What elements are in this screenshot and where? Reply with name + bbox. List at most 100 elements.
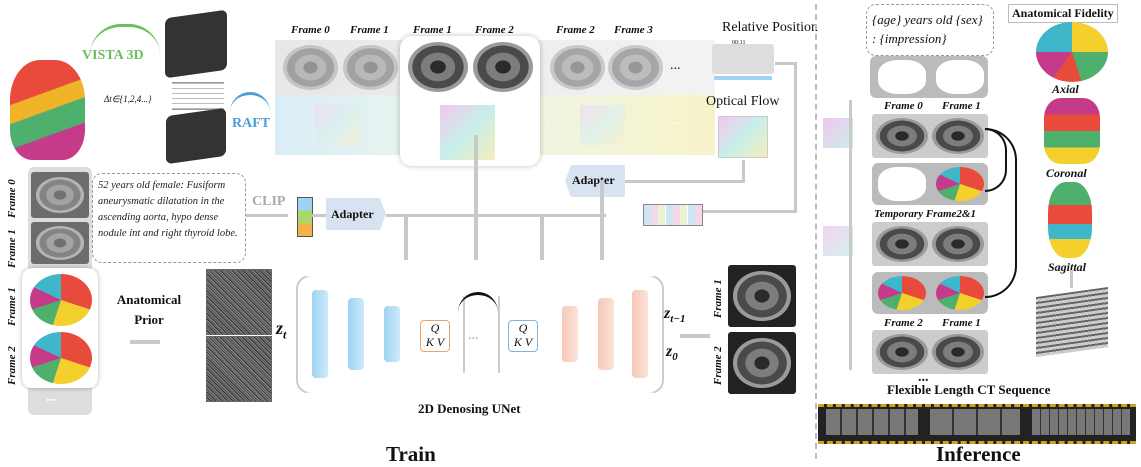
- arrow-output: [680, 334, 710, 338]
- encoder-block-3: [384, 306, 400, 362]
- line-clip-adapter: [312, 214, 326, 217]
- top-ct-4: [550, 45, 605, 90]
- clip-label: CLIP: [252, 194, 286, 209]
- top-frame-label-1: Frame 1: [350, 24, 389, 36]
- sagittal-seg: [1048, 182, 1092, 258]
- ct-volume-top: [165, 9, 227, 79]
- inf-frame-label-0: Frame 0: [884, 100, 923, 112]
- adapter-left: [326, 198, 386, 230]
- inf-mask-1: [936, 60, 984, 94]
- section-divider: [815, 4, 817, 459]
- temporary-label: Temporary Frame2&1: [874, 208, 976, 220]
- line-relpos-left: [700, 210, 797, 213]
- view-label-sagittal: Sagittal: [1048, 260, 1087, 274]
- vista-curved-arrow: [90, 24, 160, 55]
- optical-flow-label: Optical Flow: [706, 94, 780, 109]
- anatomical-prior-label: Anatomical Prior: [116, 292, 182, 327]
- flow-icon-1: [823, 118, 853, 148]
- qkv-decoder-kv: K V: [513, 335, 533, 349]
- left-seg-1: [30, 332, 92, 384]
- adapter-top-label: Adapter: [572, 173, 615, 187]
- relative-position-icon: [712, 44, 774, 74]
- left-frame-label-1: Frame 1: [6, 229, 18, 268]
- inf-long-arrow: [849, 100, 852, 370]
- time-code: 00:11: [732, 40, 746, 46]
- inf-ct-row-1: [872, 114, 988, 158]
- flow-ellipsis: ...: [670, 113, 681, 128]
- qkv-decoder-q: Q: [518, 321, 528, 335]
- z-zero-sub: 0: [672, 351, 678, 364]
- flow-tile-3: [580, 105, 625, 145]
- filmstrip-frame-3: [1032, 409, 1130, 435]
- arrow-down-3: [540, 214, 544, 260]
- z-t-symbol: z: [276, 318, 284, 338]
- timeline-bar: [714, 76, 772, 80]
- inf-seg-1: [936, 276, 984, 310]
- decoder-block-2: [598, 298, 614, 370]
- z-out-sub: t−1: [670, 313, 686, 326]
- left-seg-0: [30, 274, 92, 326]
- qkv-encoder-kv: K V: [425, 335, 445, 349]
- relative-position-label: Relative Position: [722, 20, 819, 35]
- flow-icon-2: [823, 226, 853, 256]
- inf-ct-row-3: [872, 330, 988, 374]
- flow-tile-2: [440, 105, 495, 160]
- inf-ellipsis: ...: [918, 370, 929, 385]
- line-flow-left: [620, 180, 745, 183]
- inf-mask-0: [878, 60, 926, 94]
- prompt-box: [92, 173, 246, 263]
- inf-ct-row-2: [872, 222, 988, 266]
- qkv-decoder: Q K V: [508, 320, 538, 352]
- unet-ellipsis: ...: [468, 328, 479, 343]
- top-frame-label-3: Frame 2: [475, 24, 514, 36]
- flexible-length-label: Flexible Length CT Sequence: [887, 382, 1051, 397]
- top-ct-5: [608, 45, 663, 90]
- line-relpos-right: [775, 62, 795, 65]
- train-title: Train: [386, 442, 436, 466]
- inf-curve-arrow-2: [985, 128, 1017, 298]
- delta-t-label: Δt∈{1,2,4...}: [104, 94, 152, 104]
- template-box: [866, 4, 994, 56]
- z-out-symbol: z: [664, 305, 671, 322]
- left-frame-label-0: Frame 0: [6, 179, 18, 218]
- noise-latent-1: [206, 269, 272, 335]
- clip-embedding: [297, 197, 313, 237]
- view-label-coronal: Coronal: [1046, 166, 1087, 180]
- line-flow-down: [742, 160, 745, 180]
- arrow-prior: [130, 340, 160, 344]
- decoder-block-1: [562, 306, 578, 362]
- ct-slices-stack: [172, 82, 224, 110]
- view-label-axial: Axial: [1052, 82, 1079, 96]
- anatomical-fidelity-label: Anatomical Fidelity: [1008, 4, 1118, 23]
- raft-arrow: [230, 92, 270, 113]
- z-out-label: zt−1: [664, 305, 685, 325]
- position-grid: [643, 204, 703, 226]
- top-frame-label-2: Frame 1: [413, 24, 452, 36]
- decoder-block-3: [632, 290, 648, 378]
- unet-label: 2D Denosing UNet: [418, 401, 521, 416]
- inf-frame-label-3: Frame 1: [942, 317, 981, 329]
- axial-seg: [1036, 22, 1108, 82]
- arrow-down-2: [474, 135, 478, 260]
- encoder-block-1: [312, 290, 328, 378]
- top-ct-0: [283, 45, 338, 90]
- top-ct-3: [473, 42, 533, 92]
- arrow-down-1: [404, 214, 408, 260]
- left-frame-label-2: Frame 1: [6, 287, 18, 326]
- left-ellipsis: ...: [46, 390, 57, 405]
- prompt-text: 52 years old female: Fusiform aneurysmat…: [98, 180, 238, 239]
- filmstrip-frame-1: [826, 409, 918, 435]
- volume-stack: [1036, 286, 1108, 358]
- z-zero-label: z0: [666, 343, 678, 363]
- qkv-encoder: Q K V: [420, 320, 450, 352]
- out-ct-1: [728, 265, 796, 327]
- encoder-block-2: [348, 298, 364, 370]
- out-frame-label-1: Frame 1: [712, 279, 724, 318]
- raft-label: RAFT: [232, 116, 271, 131]
- inf-seg-2: [878, 276, 926, 310]
- inf-frame-label-1: Frame 1: [942, 100, 981, 112]
- z-t-sub: t: [283, 327, 287, 342]
- top-ct-2: [408, 42, 468, 92]
- out-ct-2: [728, 332, 796, 394]
- top-frame-label-0: Frame 0: [291, 24, 330, 36]
